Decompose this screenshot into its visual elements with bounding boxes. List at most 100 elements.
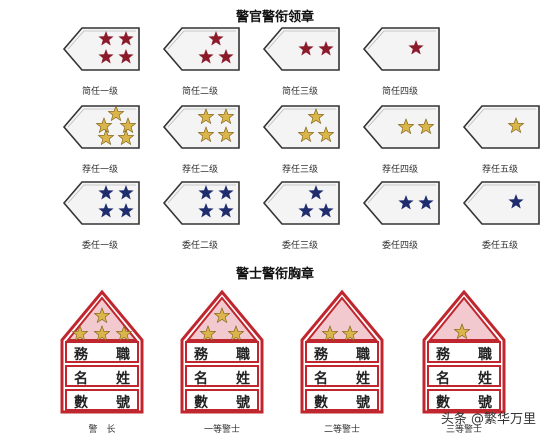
- star-icon: [507, 117, 525, 134]
- chest-field-char: 職: [236, 347, 250, 363]
- chest-badge-label: 警 长: [88, 425, 116, 435]
- collar-badge: [362, 26, 442, 72]
- chest-badge-label: 一等警士: [203, 425, 240, 435]
- star-icon: [117, 129, 135, 146]
- chest-badge-label: 三等警士: [445, 425, 482, 435]
- collar-tab-shape: [262, 105, 340, 149]
- star-icon: [341, 325, 359, 342]
- chest-field-char: 職: [478, 347, 492, 363]
- chest-field-char: 號: [236, 395, 250, 411]
- chest-field-char: 務: [314, 347, 328, 363]
- star-icon: [213, 307, 231, 324]
- collar-badge-label: 简任一级: [81, 87, 118, 97]
- collar-tab-shape: [362, 27, 440, 71]
- star-icon: [217, 108, 235, 125]
- collar-tab-shape: [62, 27, 140, 71]
- chest-badge: 務職名姓數號: [180, 290, 264, 414]
- star-icon: [218, 185, 234, 200]
- chest-field-char: 數: [194, 395, 208, 411]
- star-icon: [95, 117, 113, 134]
- chest-field-char: 姓: [356, 371, 370, 387]
- collar-badge: [62, 26, 142, 72]
- chest-field-row: 數號: [422, 392, 506, 412]
- star-icon: [217, 126, 235, 143]
- collar-badge: [362, 104, 442, 150]
- collar-tab-shape: [262, 181, 340, 225]
- star-icon: [318, 203, 334, 218]
- star-icon: [418, 195, 434, 210]
- chest-field-row: 數號: [300, 392, 384, 412]
- chest-field-row: 名姓: [300, 368, 384, 388]
- chest-field-char: 名: [194, 371, 208, 387]
- collar-badge-label: 简任三级: [281, 87, 318, 97]
- chest-field-char: 務: [436, 347, 450, 363]
- chest-field-char: 名: [74, 371, 88, 387]
- collar-tab-shape: [62, 181, 140, 225]
- chest-badge-label: 二等警士: [323, 425, 360, 435]
- star-icon: [317, 126, 335, 143]
- star-icon: [93, 325, 111, 342]
- star-icon: [417, 118, 435, 135]
- collar-badge-label: 委任四级: [381, 241, 418, 251]
- chest-badge: 務職名姓數號: [300, 290, 384, 414]
- star-icon: [198, 49, 214, 64]
- sergeant-chest-title: 警士警衔胸章: [235, 267, 314, 282]
- chest-field-char: 務: [74, 347, 88, 363]
- star-icon: [118, 203, 134, 218]
- chest-field-char: 姓: [236, 371, 250, 387]
- chest-field-char: 務: [194, 347, 208, 363]
- star-icon: [307, 108, 325, 125]
- collar-badge-label: 荐任三级: [281, 165, 318, 175]
- chest-field-row: 數號: [180, 392, 264, 412]
- collar-badge: [462, 180, 542, 226]
- chest-field-char: 數: [314, 395, 328, 411]
- star-icon: [318, 41, 334, 56]
- collar-badge-label: 委任二级: [181, 241, 218, 251]
- chest-field-char: 號: [116, 395, 130, 411]
- chest-field-char: 姓: [116, 371, 130, 387]
- chest-field-row: 務職: [422, 344, 506, 364]
- collar-tab-shape: [462, 181, 540, 225]
- star-icon: [408, 40, 424, 55]
- star-icon: [398, 195, 414, 210]
- collar-badge: [62, 180, 142, 226]
- collar-badge: [62, 104, 142, 150]
- collar-badge-label: 简任二级: [181, 87, 218, 97]
- star-icon: [118, 185, 134, 200]
- star-icon: [227, 325, 245, 342]
- chest-field-char: 姓: [478, 371, 492, 387]
- collar-badge: [162, 26, 242, 72]
- star-icon: [198, 185, 214, 200]
- star-icon: [93, 307, 111, 324]
- chest-field-char: 職: [356, 347, 370, 363]
- collar-badge: [462, 104, 542, 150]
- chest-field-char: 數: [74, 395, 88, 411]
- collar-badge-label: 委任一级: [81, 241, 118, 251]
- collar-badge-label: 简任四级: [381, 87, 418, 97]
- star-icon: [218, 203, 234, 218]
- collar-badge: [262, 180, 342, 226]
- star-icon: [218, 49, 234, 64]
- watermark: 头条 @繁华万里: [440, 412, 536, 427]
- collar-tab-shape: [462, 105, 540, 149]
- star-icon: [298, 41, 314, 56]
- star-icon: [71, 325, 89, 342]
- chest-field-char: 名: [436, 371, 450, 387]
- collar-tab-shape: [162, 105, 240, 149]
- star-icon: [97, 129, 115, 146]
- chest-field-char: 數: [436, 395, 450, 411]
- star-icon: [208, 31, 224, 46]
- collar-badge: [262, 104, 342, 150]
- chest-field-row: 務職: [180, 344, 264, 364]
- star-icon: [119, 117, 137, 134]
- collar-badge: [162, 180, 242, 226]
- chest-field-row: 務職: [300, 344, 384, 364]
- star-icon: [107, 105, 125, 122]
- chest-badge: 務職名姓數號: [422, 290, 506, 414]
- chest-field-row: 名姓: [180, 368, 264, 388]
- chest-field-char: 名: [314, 371, 328, 387]
- officer-collar-title: 警官警衔领章: [235, 10, 314, 25]
- collar-tab-shape: [162, 27, 240, 71]
- collar-badge-label: 委任五级: [481, 241, 518, 251]
- chest-field-row: 名姓: [60, 368, 144, 388]
